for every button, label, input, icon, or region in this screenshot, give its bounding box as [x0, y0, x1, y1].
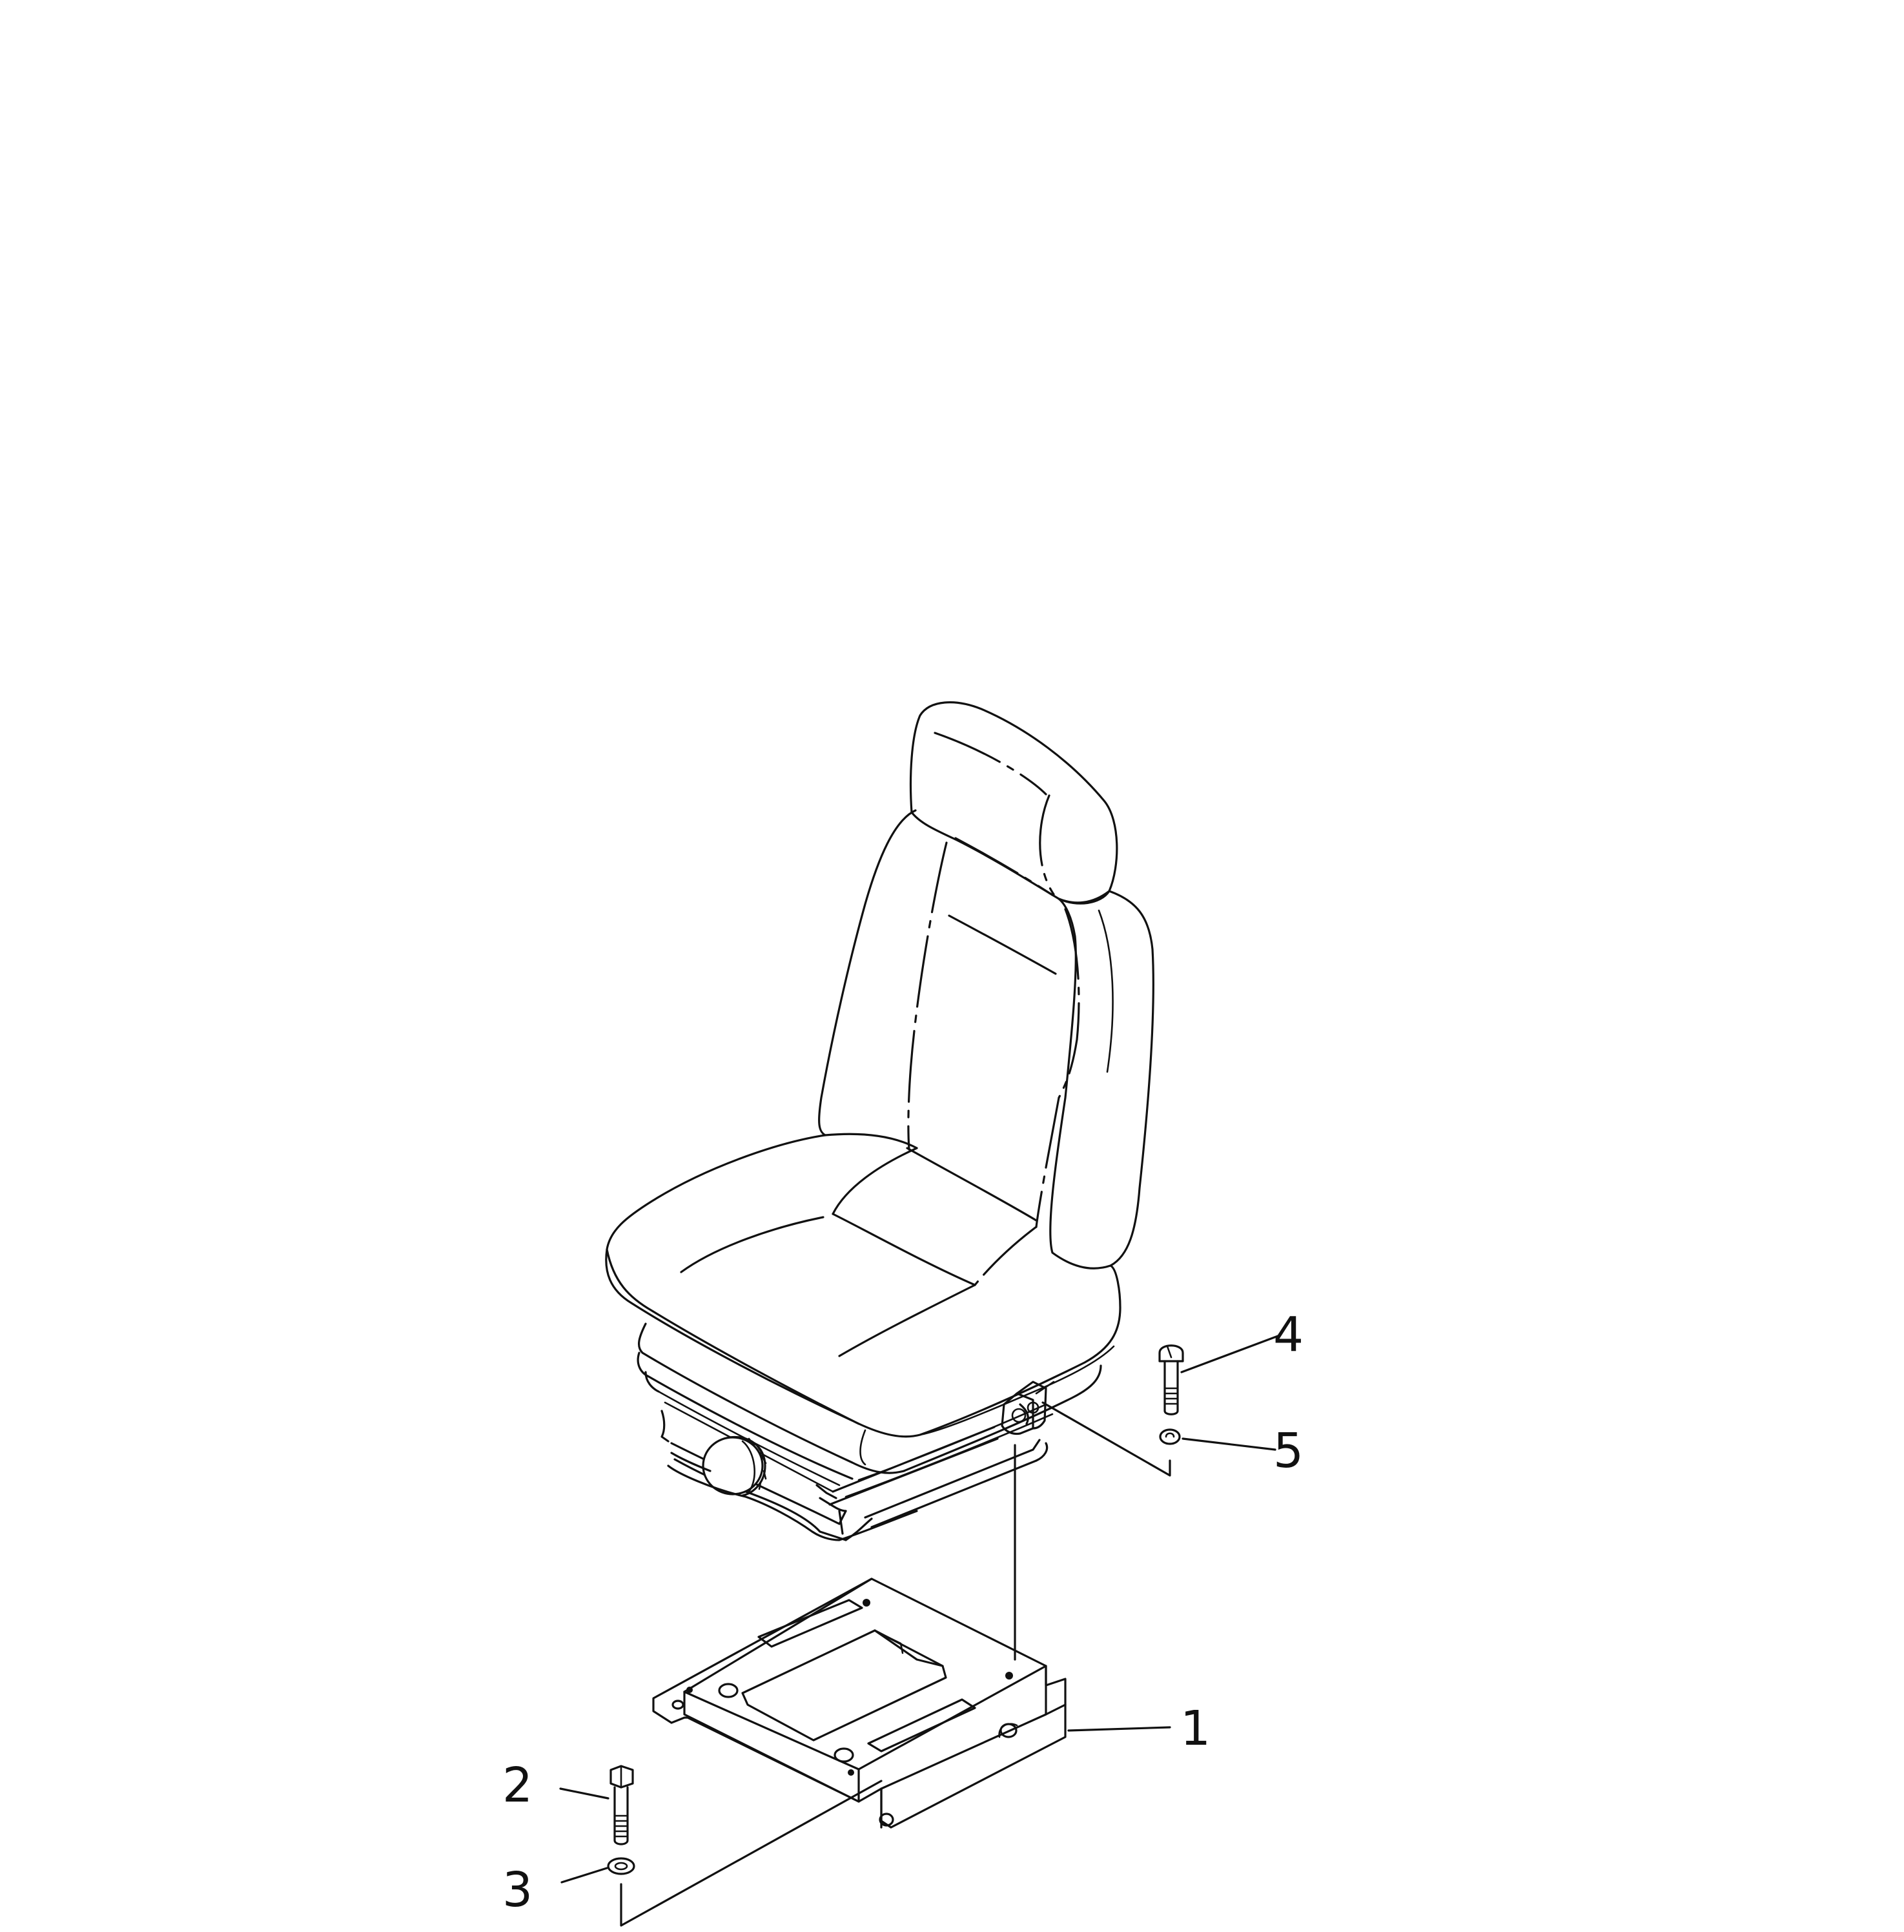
- callout-2: 2: [502, 1758, 533, 1813]
- callout-5: 5: [1273, 1423, 1304, 1479]
- operator-seat: [605, 701, 1154, 1541]
- callout-numbers: 1 2 3 4 5: [502, 1307, 1304, 1918]
- adjustment-knob: [702, 1435, 767, 1497]
- bolt-4: [1158, 1344, 1184, 1415]
- callout-4: 4: [1273, 1307, 1304, 1362]
- seat-suspension: [637, 1322, 1102, 1541]
- headrest: [909, 701, 1118, 905]
- bolt-2: [609, 1765, 634, 1845]
- callout-3: 3: [502, 1862, 533, 1918]
- callout-1: 1: [1180, 1701, 1211, 1756]
- washer-5: [1159, 1428, 1181, 1445]
- washer-3: [607, 1857, 635, 1875]
- seat-cushion: [605, 1134, 1121, 1466]
- assembly-lines: [620, 1401, 1171, 1927]
- seat-mount-bracket: [652, 1577, 1067, 1829]
- leader-lines: [559, 1334, 1281, 1884]
- backrest: [818, 809, 1154, 1269]
